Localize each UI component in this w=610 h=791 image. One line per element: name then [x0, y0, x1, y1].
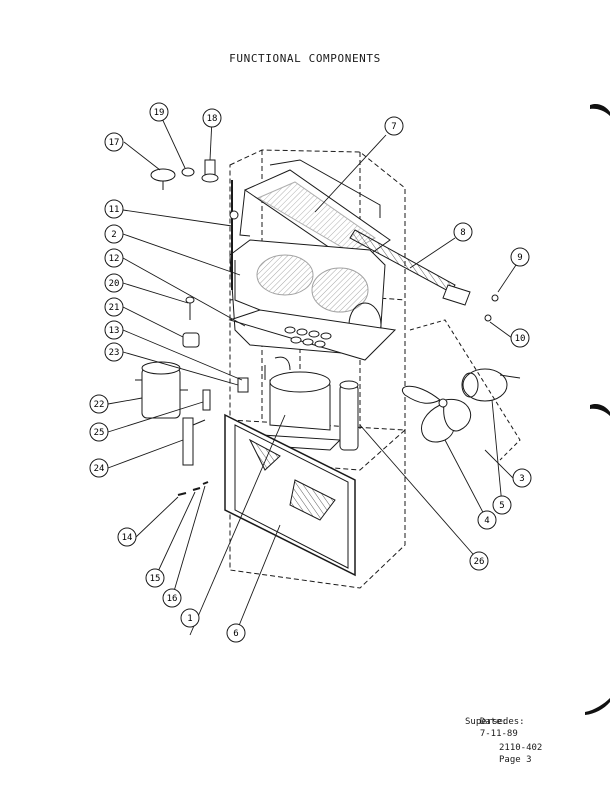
callout-1: 1 [180, 608, 200, 628]
svg-text:25: 25 [94, 428, 105, 438]
callout-11: 11 [104, 199, 124, 219]
callout-12: 12 [104, 248, 124, 268]
callout-2: 2 [104, 224, 124, 244]
callout-19: 19 [149, 102, 169, 122]
svg-text:2: 2 [111, 230, 116, 240]
footer-supersedes: Supersedes: [465, 717, 525, 727]
svg-text:7: 7 [391, 122, 396, 132]
callout-8: 8 [453, 222, 473, 242]
leader-lines [107, 111, 517, 636]
small-parts [182, 296, 249, 466]
callout-20: 20 [104, 273, 124, 293]
callout-9: 9 [510, 247, 530, 267]
run-capacitor [135, 361, 188, 419]
callout-18: 18 [202, 108, 222, 128]
callout-14: 14 [117, 527, 137, 547]
callout-10: 10 [510, 328, 530, 348]
svg-text:23: 23 [109, 348, 120, 358]
callout-21: 21 [104, 297, 124, 317]
page-title: FUNCTIONAL COMPONENTS [229, 52, 381, 65]
callout-24: 24 [89, 458, 109, 478]
callouts: 1 2 3 4 5 6 7 8 9 10 11 12 13 14 15 16 1… [89, 102, 532, 643]
svg-text:3: 3 [519, 474, 524, 484]
date-value: 7-11-89 [479, 729, 518, 739]
svg-text:21: 21 [109, 303, 120, 313]
thermostat-sensor [229, 180, 239, 290]
svg-text:15: 15 [150, 574, 161, 584]
svg-text:18: 18 [207, 114, 218, 124]
svg-text:14: 14 [122, 533, 133, 543]
svg-text:11: 11 [109, 205, 120, 215]
callout-6: 6 [226, 623, 246, 643]
callout-25: 25 [89, 422, 109, 442]
callout-5: 5 [492, 495, 512, 515]
condenser-coil [224, 413, 356, 577]
footer-date: Date: 7-11-89 [469, 704, 518, 740]
side-shroud [409, 319, 521, 461]
callout-3: 3 [512, 468, 532, 488]
fan-motor [461, 368, 521, 402]
callout-23: 23 [104, 342, 124, 362]
svg-text:13: 13 [109, 326, 120, 336]
svg-text:12: 12 [109, 254, 120, 264]
date-label: Date: [479, 717, 507, 727]
binder-marks [585, 103, 610, 715]
callout-7: 7 [384, 116, 404, 136]
callout-26: 26 [469, 551, 489, 571]
drain-fittings [177, 481, 209, 496]
footer-doc-number: 2110-402 [499, 743, 543, 753]
svg-text:16: 16 [167, 594, 178, 604]
svg-text:4: 4 [484, 516, 489, 526]
svg-text:17: 17 [109, 138, 120, 148]
motor-bracket [442, 284, 499, 322]
svg-text:24: 24 [94, 464, 105, 474]
svg-text:8: 8 [460, 228, 465, 238]
fan-blade [402, 385, 472, 443]
callout-15: 15 [145, 568, 165, 588]
drain-pan [228, 309, 397, 361]
callout-16: 16 [162, 588, 182, 608]
svg-text:6: 6 [233, 629, 238, 639]
svg-text:9: 9 [517, 253, 522, 263]
footer-page: Page 3 [499, 755, 532, 765]
svg-text:20: 20 [109, 279, 120, 289]
callout-22: 22 [89, 394, 109, 414]
svg-text:19: 19 [154, 108, 165, 118]
top-valves [150, 159, 219, 190]
top-cover-panel [239, 159, 391, 266]
svg-text:5: 5 [499, 501, 504, 511]
accumulator [339, 380, 359, 451]
svg-text:1: 1 [187, 614, 192, 624]
callout-4: 4 [477, 510, 497, 530]
svg-text:10: 10 [515, 334, 526, 344]
callout-13: 13 [104, 320, 124, 340]
callout-17: 17 [104, 132, 124, 152]
svg-text:26: 26 [474, 557, 485, 567]
svg-text:22: 22 [94, 400, 105, 410]
